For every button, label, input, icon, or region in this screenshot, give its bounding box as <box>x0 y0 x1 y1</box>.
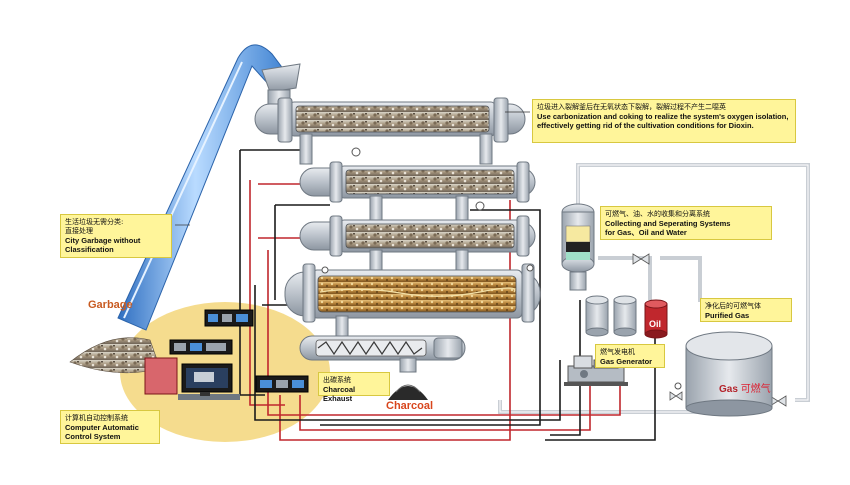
pyrolysis-reactor-1 <box>254 97 526 165</box>
note-oxygen-isolation-en-2: effectively getting rid of the cultivati… <box>537 121 754 130</box>
note-control-en-1: Computer Automatic <box>65 423 139 432</box>
note-gas-generator-zh: 燃气发电机 <box>600 348 635 356</box>
note-control-en-2: Control System <box>65 432 121 441</box>
note-oxygen-isolation: 垃圾进入裂解釜后在无氧状态下裂解，裂解过程不产生二噁英 Use carboniz… <box>532 99 796 143</box>
note-charcoal-exhaust-zh: 出碳系统 <box>323 376 351 384</box>
note-separation-en-2: for Gas、Oil and Water <box>605 228 687 237</box>
note-garbage-zh-2: 直接处理 <box>65 227 93 235</box>
gauge-icon <box>321 264 682 390</box>
oil-drum-label: Oil <box>649 319 662 329</box>
charcoal-label: Charcoal <box>386 400 434 412</box>
note-separation-en-1: Collecting and Seperating Systems <box>605 219 731 228</box>
note-gas-generator-en: Gas Generator <box>600 357 653 366</box>
gas-oil-water-separator <box>561 203 595 291</box>
note-gas-generator: 燃气发电机 Gas Generator <box>595 344 665 368</box>
garbage-conveyor <box>117 44 291 331</box>
charcoal-pile <box>388 384 428 400</box>
note-oxygen-isolation-en-1: Use carbonization and coking to realize … <box>537 112 789 121</box>
gas-tank-label-en: Gas <box>719 384 738 395</box>
note-control-system: 计算机自动控制系统 Computer Automatic Control Sys… <box>60 410 160 444</box>
note-garbage-en-1: City Garbage without <box>65 236 141 245</box>
gas-tank-label: Gas 可燃气 <box>719 380 771 395</box>
control-panel-3 <box>255 375 309 393</box>
note-charcoal-exhaust-en: Charcoal Exhaust <box>323 385 356 403</box>
oil-drum <box>644 299 668 339</box>
purified-gas-tank <box>685 331 773 417</box>
pyrolysis-reactor-3 <box>299 215 536 275</box>
note-charcoal-exhaust: 出碳系统 Charcoal Exhaust <box>318 372 390 403</box>
note-purified-gas-zh: 净化后的可燃气体 <box>705 302 761 310</box>
note-purified-gas-en: Purified Gas <box>705 311 750 320</box>
note-control-zh: 计算机自动控制系统 <box>65 414 128 422</box>
garbage-label: Garbage <box>88 299 133 311</box>
control-panel-1 <box>204 309 254 327</box>
pyrolysis-reactor-4 <box>284 263 541 339</box>
charcoal-exhaust-screw <box>299 335 466 373</box>
control-panel-2 <box>169 339 233 355</box>
gas-tank-label-zh: 可燃气 <box>740 384 771 395</box>
note-garbage-zh-1: 生活垃圾无需分类: <box>65 218 124 226</box>
pyrolysis-reactor-2 <box>299 161 536 223</box>
note-garbage-en-2: Classification <box>65 245 114 254</box>
computer-workstation <box>144 357 240 400</box>
note-separation-zh: 可燃气、油、水的收集和分离系统 <box>605 210 710 218</box>
garbage-pile <box>69 337 161 374</box>
valve-icon <box>632 253 787 407</box>
water-drum-1 <box>585 295 609 337</box>
note-purified-gas: 净化后的可燃气体 Purified Gas <box>700 298 792 322</box>
water-drum-2 <box>613 295 637 337</box>
note-city-garbage: 生活垃圾无需分类: 直接处理 City Garbage without Clas… <box>60 214 172 258</box>
note-separation-system: 可燃气、油、水的收集和分离系统 Collecting and Seperatin… <box>600 206 772 240</box>
note-oxygen-isolation-zh: 垃圾进入裂解釜后在无氧状态下裂解，裂解过程不产生二噁英 <box>537 103 726 111</box>
